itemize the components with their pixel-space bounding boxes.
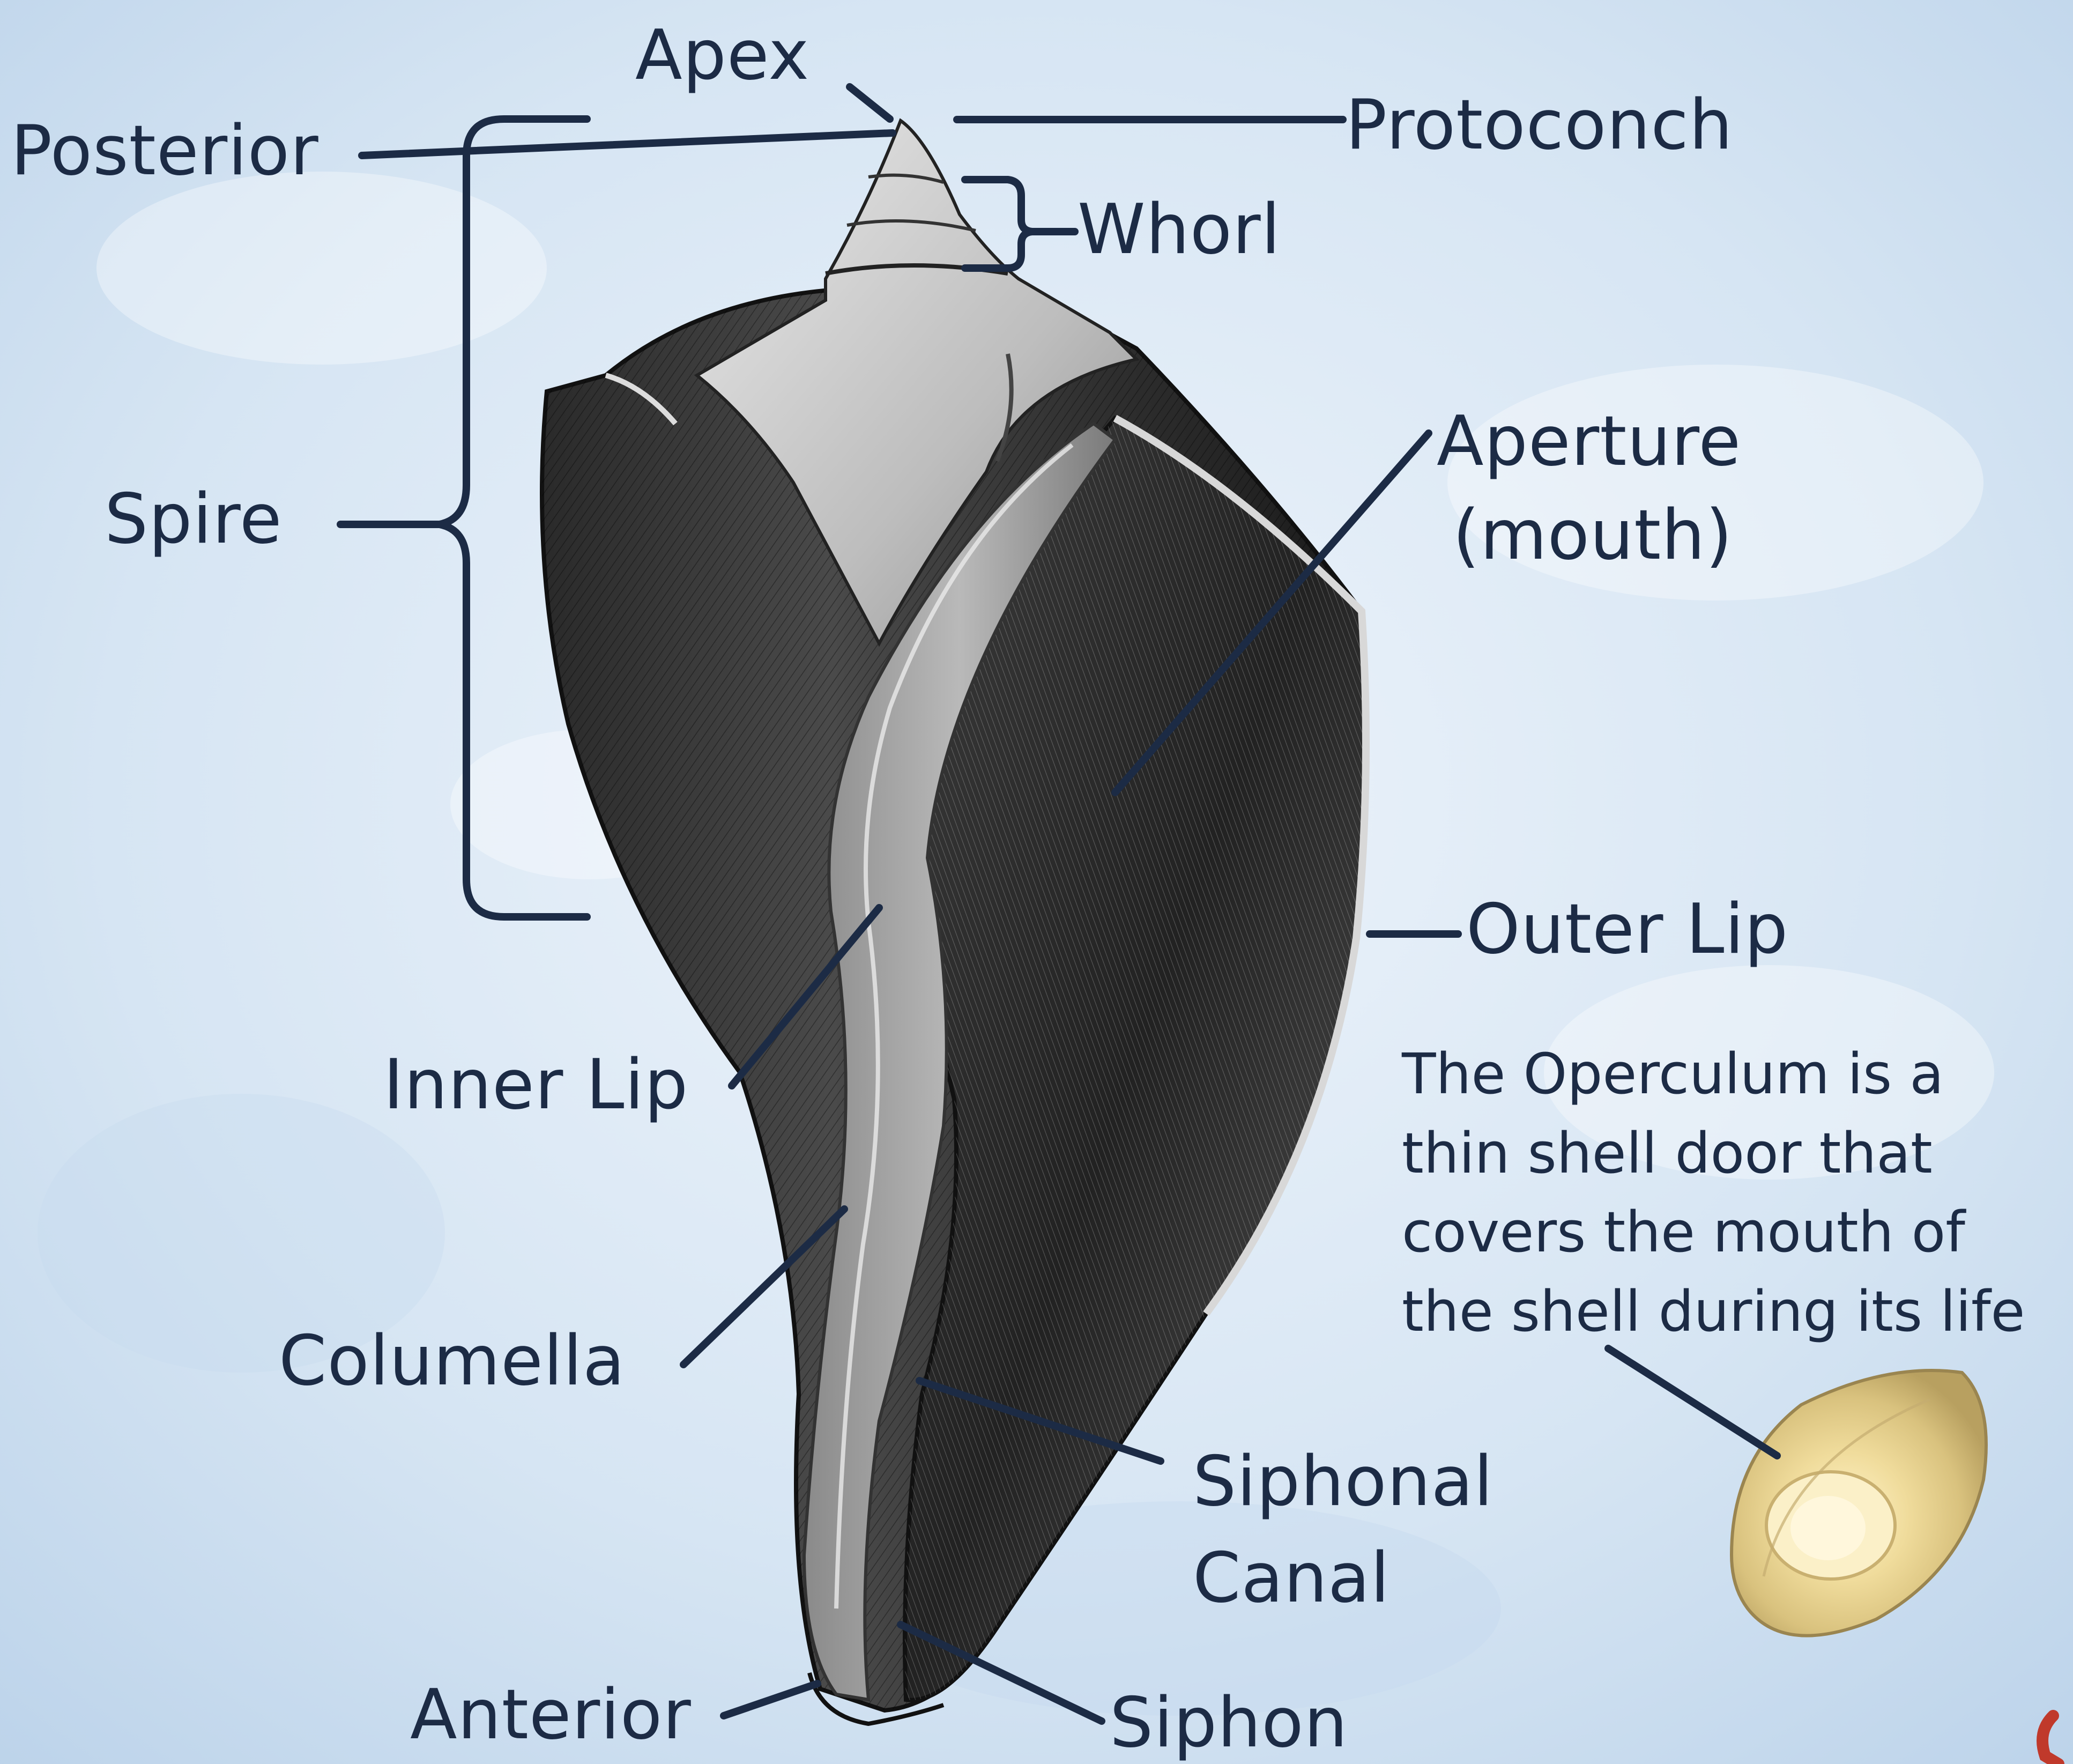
label-posterior: Posterior bbox=[11, 112, 319, 190]
label-aperture-mouth: (mouth) bbox=[1453, 496, 1733, 575]
label-anterior: Anterior bbox=[410, 1676, 692, 1754]
label-apex: Apex bbox=[635, 16, 809, 95]
operculum-note-line: covers the mouth of bbox=[1402, 1193, 2025, 1272]
label-siphonal: Siphonal bbox=[1193, 1442, 1494, 1521]
label-inner-lip: Inner Lip bbox=[383, 1046, 688, 1124]
label-columella: Columella bbox=[279, 1322, 625, 1400]
operculum-note-line: the shell during its life bbox=[1402, 1272, 2025, 1352]
label-protoconch: Protoconch bbox=[1346, 86, 1733, 165]
operculum-note-line: thin shell door that bbox=[1402, 1114, 2025, 1194]
label-siphon: Siphon bbox=[1110, 1684, 1348, 1762]
label-aperture: Aperture bbox=[1437, 402, 1741, 481]
label-spire: Spire bbox=[105, 480, 283, 559]
label-outer-lip: Outer Lip bbox=[1466, 890, 1788, 969]
operculum-note: The Operculum is a thin shell door that … bbox=[1402, 1035, 2025, 1352]
operculum-note-line: The Operculum is a bbox=[1402, 1035, 2025, 1114]
label-whorl: Whorl bbox=[1078, 190, 1281, 269]
label-siphonal-canal: Canal bbox=[1193, 1539, 1390, 1618]
